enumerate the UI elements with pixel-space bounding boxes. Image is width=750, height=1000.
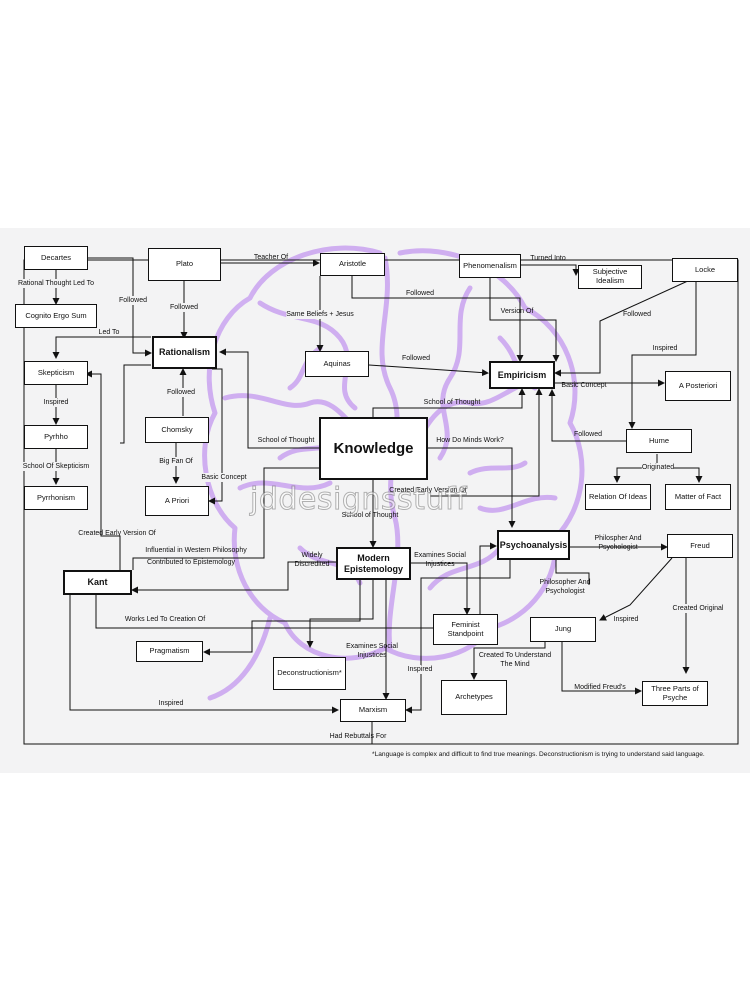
node-subjective-idealism: Subjective Idealism <box>578 265 642 289</box>
label-followed-aquinas: Followed <box>401 355 431 362</box>
label-inspired-marxism: Inspired <box>407 665 433 675</box>
node-archetypes: Archetypes <box>441 680 507 715</box>
node-pyrhho: Pyrhho <box>24 425 88 449</box>
label-school-of-skepticism: School Of Skepticism <box>22 462 90 472</box>
node-aquinas: Aquinas <box>305 351 369 377</box>
node-relation-of-ideas: Relation Of Ideas <box>585 484 651 510</box>
label-examines-social-injustices-marxism: Examines Social Injustices <box>346 643 398 660</box>
diagram-canvas: Decartes Cognito Ergo Sum Skepticism Pyr… <box>0 228 750 773</box>
label-followed-aristotle: Followed <box>405 290 435 297</box>
label-basic-concept-empiricism: Basic Concept <box>561 382 607 389</box>
node-hume: Hume <box>626 429 692 453</box>
node-freud: Freud <box>667 534 733 558</box>
label-influential-western-philosophy: Influential in Western Philosophy <box>145 547 247 554</box>
node-plato: Plato <box>148 248 221 281</box>
node-three-parts-of-psyche: Three Parts of Psyche <box>642 681 708 706</box>
label-widely-discredited: Widely Discredited <box>294 552 330 569</box>
node-empiricism: Empiricism <box>489 361 555 389</box>
label-inspired-skepticism: Inspired <box>43 398 69 408</box>
node-kant: Kant <box>63 570 132 595</box>
node-aristotle: Aristotle <box>320 253 385 276</box>
label-same-beliefs-jesus: Same Beliefs + Jesus <box>286 310 354 320</box>
node-descartes: Decartes <box>24 246 88 270</box>
label-created-original: Created Original <box>672 604 724 614</box>
label-led-to: Led To <box>98 329 120 336</box>
node-jung: Jung <box>530 617 596 642</box>
label-rational-thought-led-to: Rational Thought Led To <box>17 279 95 289</box>
label-inspired-jung: Inspired <box>613 616 639 623</box>
node-knowledge: Knowledge <box>319 417 428 480</box>
footnote: *Language is complex and difficult to fi… <box>372 751 705 758</box>
node-matter-of-fact: Matter of Fact <box>665 484 731 510</box>
label-teacher-of: Teacher Of <box>253 254 289 261</box>
node-chomsky: Chomsky <box>145 417 209 443</box>
node-pyrrhonism: Pyrrhonism <box>24 486 88 510</box>
label-created-early-version-psychoanalysis: Created Early Version Of <box>389 487 467 494</box>
node-locke: Locke <box>672 258 738 282</box>
node-feminist-standpoint: Feminist Standpoint <box>433 614 498 645</box>
label-originated: Originated <box>641 463 675 473</box>
label-created-to-understand-the-mind: Created To Understand The Mind <box>478 652 552 669</box>
watermark: jddesignsstuff <box>249 482 468 518</box>
node-a-posteriori: A Posteriori <box>665 371 731 401</box>
label-school-of-thought-empiricism: School of Thought <box>423 399 481 406</box>
node-pragmatism: Pragmatism <box>136 641 203 662</box>
label-turned-into: Turned Into <box>530 255 566 262</box>
label-inspired-locke: Inspired <box>652 345 678 352</box>
label-examines-social-injustices-feminist: Examines Social Injustices <box>414 552 466 569</box>
label-philosopher-psychologist-freud: Philospher And Psychologist <box>594 535 642 552</box>
node-psychoanalysis: Psychoanalysis <box>497 530 570 560</box>
label-modified-freuds: Modified Freud's <box>574 684 626 691</box>
label-had-rebuttals-for: Had Rebuttals For <box>329 733 387 740</box>
node-a-priori: A Priori <box>145 486 209 516</box>
node-skepticism: Skepticism <box>24 361 88 385</box>
label-version-of: Version Of <box>500 308 534 315</box>
node-phenomenalism: Phenomenalism <box>459 254 521 278</box>
label-followed-plato: Followed <box>169 303 199 313</box>
node-marxism: Marxism <box>340 699 406 722</box>
label-followed-descartes: Followed <box>118 296 148 306</box>
label-followed-hume: Followed <box>573 431 603 438</box>
label-inspired-kant-marxism: Inspired <box>158 700 184 707</box>
node-modern-epistemology: Modern Epistemology <box>336 547 411 580</box>
label-how-do-minds-work: How Do Minds Work? <box>436 437 504 444</box>
node-deconstructionism: Deconstructionism* <box>273 657 346 690</box>
node-rationalism: Rationalism <box>152 336 217 369</box>
label-followed-chomsky: Followed <box>166 388 196 398</box>
label-created-early-version-kant: Created Early Version Of <box>78 530 156 537</box>
label-works-led-to-creation-of: Works Led To Creation Of <box>124 616 206 623</box>
label-philosopher-psychologist-jung: Philosopher And Psychologist <box>539 579 591 596</box>
label-followed-locke: Followed <box>622 311 652 318</box>
label-school-of-thought-rationalism: School of Thought <box>257 437 315 444</box>
label-contributed-to-epistemology: Contributed to Epistemology <box>147 559 235 566</box>
label-school-of-thought-modern: School of Thought <box>341 512 399 519</box>
label-basic-concept-rationalism: Basic Concept <box>201 473 247 483</box>
node-cogito-ergo-sum: Cognito Ergo Sum <box>15 304 97 328</box>
label-big-fan-of: Big Fan Of <box>159 457 193 467</box>
